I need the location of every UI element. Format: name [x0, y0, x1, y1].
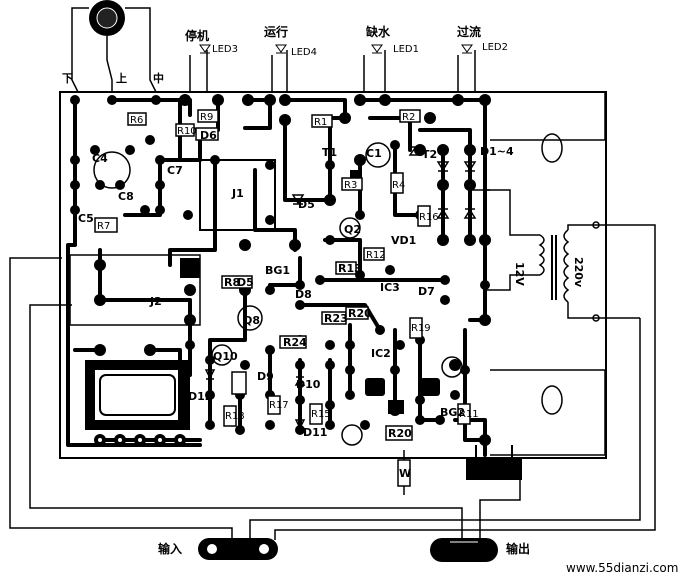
j1-label: J1 [231, 187, 244, 200]
j2-label: J2 [149, 295, 162, 308]
relay-j1-outline [199, 159, 276, 231]
solid-blocks [180, 170, 440, 414]
r2-label: R2 [402, 112, 415, 123]
float-down-label: 下 [62, 72, 73, 85]
c7-label: C7 [167, 164, 183, 177]
relay-j2-outline [69, 254, 201, 326]
v220-label: 220v [572, 257, 585, 288]
r3-label: R3 [344, 180, 357, 191]
r15-label: R15 [311, 409, 331, 420]
q2-label: Q2 [344, 223, 361, 236]
r6-label: R6 [130, 115, 143, 126]
board-outline [59, 91, 607, 459]
t2-label: T2 [422, 148, 437, 161]
power-loops [470, 91, 606, 456]
bg1-label: BG1 [265, 264, 290, 277]
vd1-label: VD1 [391, 234, 416, 247]
r10-label: R10 [177, 126, 197, 137]
d9-label: D9 [257, 370, 274, 383]
r19-label: R19 [411, 323, 431, 334]
r9-label: R9 [200, 112, 213, 123]
r24-label: R24 [283, 336, 307, 349]
terminal-block [466, 445, 522, 480]
watermark: www.55dianzi.com [566, 561, 678, 575]
r8-label: R8 [224, 276, 240, 289]
d6-label: D6 [200, 129, 217, 142]
d7-label: D7 [418, 285, 435, 298]
float-mid-label: 中 [153, 71, 164, 85]
stop-label: 停机 [185, 28, 209, 43]
w-label: W [399, 467, 411, 480]
c8-label: C8 [118, 190, 134, 203]
float-switch [71, 0, 157, 93]
r16-label: R16 [419, 212, 439, 223]
led4-label: LED4 [291, 47, 317, 58]
r12-label: R12 [366, 250, 386, 261]
round-components [93, 142, 463, 446]
r23-label: R23 [324, 312, 348, 325]
r13-label: R13 [338, 262, 362, 275]
r11-label: R11 [459, 409, 479, 420]
output-connector [430, 538, 498, 562]
led3-label: LED3 [212, 44, 238, 55]
d5-bottom-label: D5 [237, 276, 254, 289]
float-up-label: 上 [116, 71, 127, 85]
terminal-5-label: 5 [478, 460, 486, 473]
bg2-label: BG2 [440, 406, 465, 419]
led2-indicator [457, 44, 476, 92]
r18-label: R18 [225, 411, 245, 422]
ic3-label: IC3 [380, 281, 400, 294]
hollow-pads [96, 436, 184, 444]
c5-label: C5 [78, 212, 94, 225]
output-label: 输出 [506, 541, 530, 556]
water-shortage-label: 缺水 [366, 24, 391, 39]
r20-label: R20 [388, 427, 412, 440]
q10-label: Q10 [213, 350, 238, 363]
d11-label: D11 [303, 426, 327, 439]
v12-label: 12V [513, 262, 526, 286]
t1-label: T1 [322, 146, 337, 159]
d1-4-label: D1~4 [480, 145, 514, 158]
r7-label: R7 [97, 221, 110, 232]
terminal-4-label: 4 [510, 460, 518, 473]
r1-label: R1 [314, 117, 327, 128]
run-label: 运行 [264, 24, 288, 39]
d8-label: D8 [295, 288, 312, 301]
led4-indicator [271, 44, 288, 92]
led2-label: LED2 [482, 42, 508, 53]
c1-label: C1 [366, 147, 382, 160]
io-wiring [9, 224, 656, 540]
led3-indicator [189, 44, 211, 92]
r20-mid-label: R20 [348, 307, 372, 320]
overcurrent-label: 过流 [457, 24, 481, 39]
r17-label: R17 [269, 400, 289, 411]
bridge-diodes [204, 146, 477, 430]
d5-label: D5 [298, 198, 315, 211]
heatsink-block [85, 360, 190, 430]
q8-label: Q8 [243, 314, 260, 327]
ic2-label: IC2 [371, 347, 391, 360]
potentiometer-w [397, 450, 411, 495]
c4-label: C4 [92, 152, 108, 165]
input-label: 输入 [158, 541, 182, 556]
resistor-boxes [94, 109, 471, 441]
r4-label: R4 [392, 180, 405, 191]
led1-label: LED1 [393, 44, 419, 55]
transformer [485, 189, 640, 322]
led1-indicator [363, 44, 386, 92]
input-connector [198, 538, 278, 560]
d12-label: D12 [188, 390, 212, 403]
